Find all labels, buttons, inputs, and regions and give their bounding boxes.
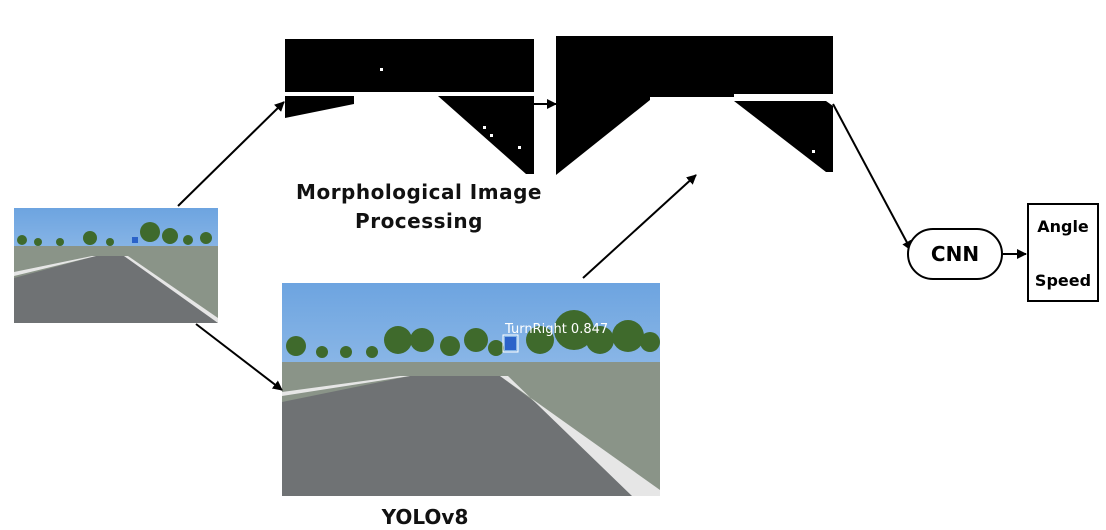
arrow-mask2-to-cnn: [832, 103, 912, 251]
arrow-input-to-morph: [177, 101, 285, 207]
yolo-sign-icon: [505, 337, 516, 350]
cnn-node: CNN: [907, 228, 1003, 280]
arrow-yolo-to-mask2: [582, 174, 697, 279]
morph-mask-1: [285, 39, 534, 174]
yolo-label: YOLOv8: [381, 505, 469, 529]
input-road: [14, 256, 218, 323]
input-tree-line: [17, 222, 212, 246]
angle-label: Angle: [1037, 217, 1089, 236]
input-sign-icon: [132, 237, 138, 243]
yolo-road: [282, 376, 660, 496]
speed-label: Speed: [1034, 271, 1092, 290]
yolo-tree-line: [286, 310, 660, 358]
cnn-label: CNN: [930, 242, 980, 266]
connector-arrows: [177, 99, 1027, 391]
output-box: Angle Speed: [1027, 203, 1099, 302]
morphological-processing-label: Morphological Image Processing: [296, 180, 542, 233]
arrow-input-to-yolo: [195, 323, 283, 391]
yolo-bounding-box: [502, 334, 519, 353]
detection-label: TurnRight 0.847: [505, 322, 609, 337]
input-camera-image: [14, 208, 218, 323]
morph-mask-2: [556, 36, 833, 175]
yolo-detection-image: [282, 283, 660, 496]
